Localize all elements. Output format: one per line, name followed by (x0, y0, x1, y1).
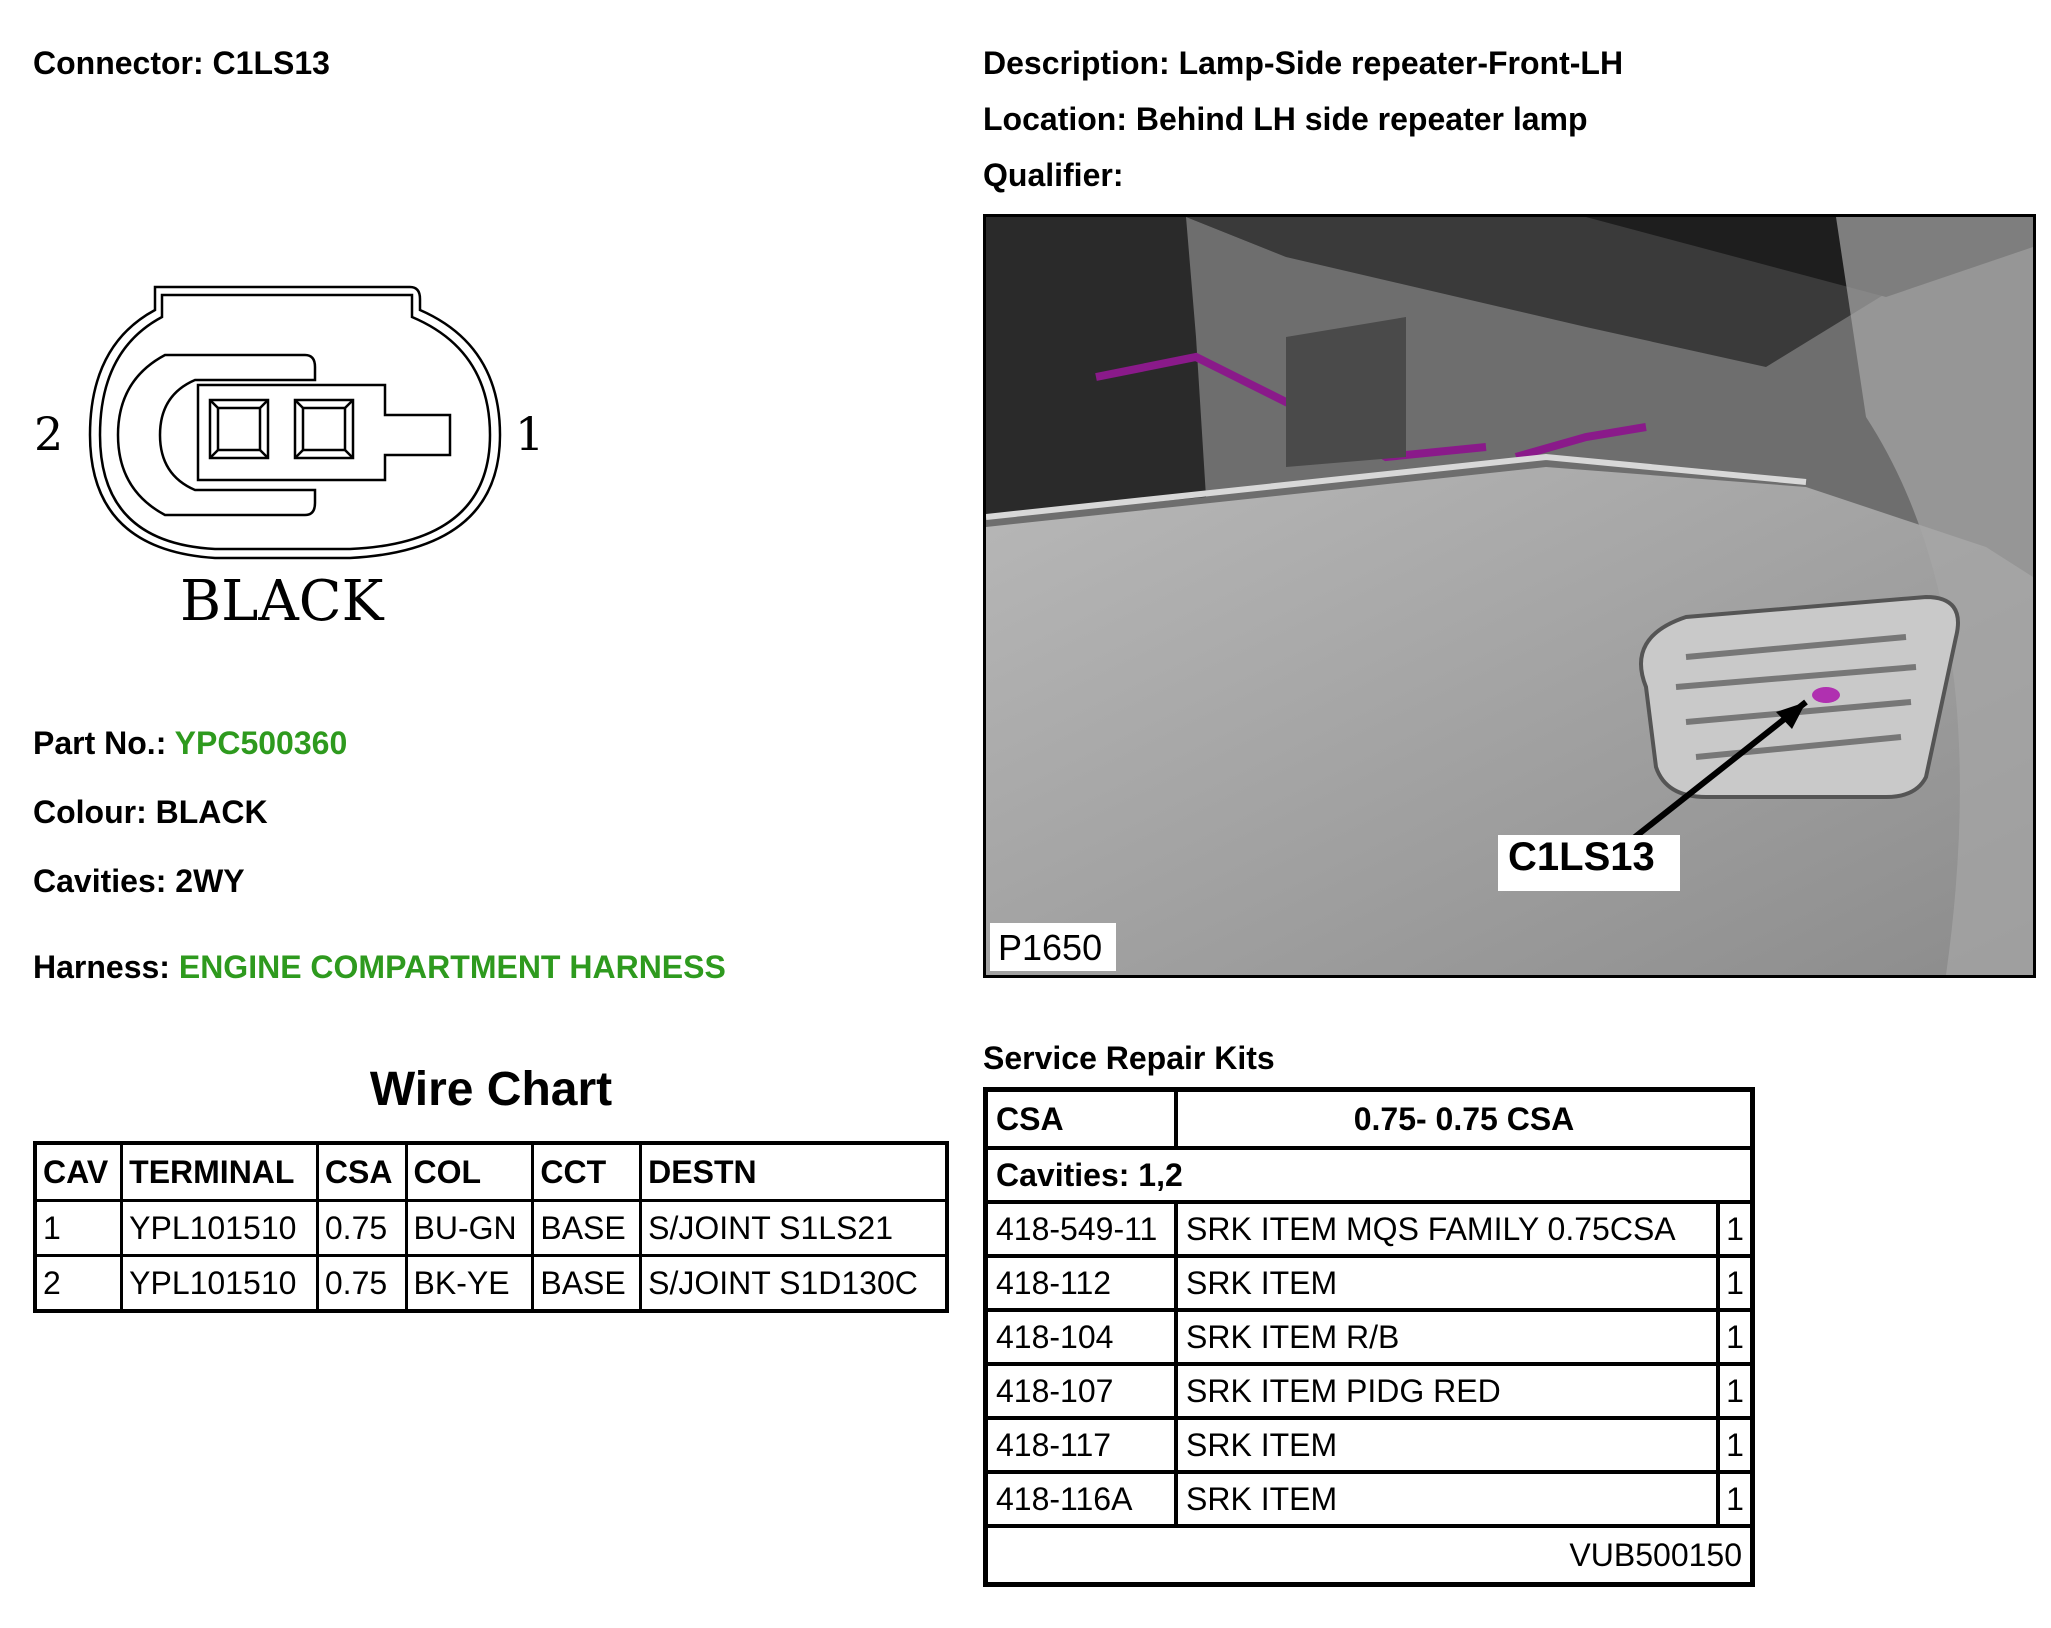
location-photo-drawing (986, 217, 2033, 975)
location-photo: C1LS13 P1650 (983, 214, 2036, 978)
colour-line: Colour: BLACK (33, 794, 268, 831)
table-cell: BK-YE (404, 1254, 535, 1313)
table-cell: 2 (33, 1254, 124, 1313)
harness-line: Harness: ENGINE COMPARTMENT HARNESS (33, 949, 726, 986)
table-row: 1 YPL101510 0.75 BU-GN BASE S/JOINT S1LS… (33, 1199, 949, 1257)
pin-label-1: 1 (515, 407, 544, 461)
table-row: 2 YPL101510 0.75 BK-YE BASE S/JOINT S1D1… (33, 1254, 949, 1313)
cavities-line: Cavities: 2WY (33, 863, 245, 900)
connector-label: Connector: (33, 45, 204, 81)
description-value: Lamp-Side repeater-Front-LH (1178, 45, 1624, 81)
qualifier-label: Qualifier: (983, 157, 1124, 193)
col-header-csa: CSA (315, 1141, 408, 1202)
cavities-label: Cavities: (33, 863, 167, 899)
description-line: Description: Lamp-Side repeater-Front-LH (983, 45, 1623, 82)
col-header-destn: DESTN (639, 1141, 949, 1202)
photo-reference: P1650 (998, 927, 1103, 968)
cavities-value: 2WY (175, 863, 245, 899)
colour-label: Colour: (33, 794, 147, 830)
kit-description: SRK ITEM (1174, 1416, 1720, 1474)
pin-label-2: 2 (34, 407, 63, 461)
table-cell: 0.75 (315, 1199, 408, 1257)
col-header-terminal: TERMINAL (120, 1141, 319, 1202)
kit-quantity: 1 (1716, 1362, 1755, 1420)
kit-quantity: 1 (1716, 1470, 1755, 1528)
location-label: Location: (983, 101, 1127, 137)
connector-value: C1LS13 (212, 45, 330, 81)
kit-description: SRK ITEM (1174, 1254, 1720, 1312)
col-header-cct: CCT (531, 1141, 643, 1202)
colour-value: BLACK (155, 794, 268, 830)
kit-part-number: 418-549-11 (983, 1200, 1178, 1258)
connector-line: Connector: C1LS13 (33, 45, 330, 82)
csa-row: CSA 0.75- 0.75 CSA (983, 1087, 1755, 1150)
diagram-colour-caption: BLACK (180, 569, 385, 634)
kit-part-number: 418-116A (983, 1470, 1178, 1528)
table-cell: BASE (531, 1199, 643, 1257)
table-row: 418-549-11 SRK ITEM MQS FAMILY 0.75CSA 1 (983, 1200, 1755, 1258)
repair-kits-table: CSA 0.75- 0.75 CSA Cavities: 1,2 418-549… (983, 1087, 1755, 1587)
harness-value: ENGINE COMPARTMENT HARNESS (178, 949, 726, 985)
qualifier-line: Qualifier: (983, 157, 1123, 194)
kit-description: SRK ITEM R/B (1174, 1308, 1720, 1366)
description-label: Description: (983, 45, 1170, 81)
kit-quantity: 1 (1716, 1254, 1755, 1312)
kit-reference: VUB500150 (983, 1524, 1755, 1587)
repair-kits-title: Service Repair Kits (983, 1040, 1275, 1076)
part-no-line: Part No.: YPC500360 (33, 725, 347, 762)
col-header-cav: CAV (33, 1141, 124, 1202)
kit-quantity: 1 (1716, 1200, 1755, 1258)
part-no-value: YPC500360 (174, 725, 348, 761)
table-cell: BU-GN (404, 1199, 535, 1257)
csa-label: CSA (983, 1087, 1178, 1150)
cavities-row: Cavities: 1,2 (983, 1146, 1755, 1204)
location-value: Behind LH side repeater lamp (1135, 101, 1588, 137)
kit-cavities: Cavities: 1,2 (983, 1146, 1755, 1204)
connector-face-diagram: 2 1 BLACK (34, 285, 544, 634)
kit-part-number: 418-117 (983, 1416, 1178, 1474)
kit-part-number: 418-112 (983, 1254, 1178, 1312)
table-row: 418-112 SRK ITEM 1 (983, 1254, 1755, 1312)
table-cell: BASE (531, 1254, 643, 1313)
kit-description: SRK ITEM (1174, 1470, 1720, 1528)
table-cell: 1 (33, 1199, 124, 1257)
table-cell: YPL101510 (120, 1254, 319, 1313)
wire-chart-header-row: CAV TERMINAL CSA COL CCT DESTN (33, 1141, 949, 1202)
wire-chart-table: CAV TERMINAL CSA COL CCT DESTN 1 YPL1015… (33, 1141, 949, 1313)
table-row: 418-104 SRK ITEM R/B 1 (983, 1308, 1755, 1366)
part-no-label: Part No.: (33, 725, 167, 761)
kit-part-number: 418-107 (983, 1362, 1178, 1420)
kit-quantity: 1 (1716, 1416, 1755, 1474)
kit-quantity: 1 (1716, 1308, 1755, 1366)
table-row: 418-107 SRK ITEM PIDG RED 1 (983, 1362, 1755, 1420)
location-line: Location: Behind LH side repeater lamp (983, 101, 1588, 138)
csa-value: 0.75- 0.75 CSA (1174, 1087, 1755, 1150)
kit-description: SRK ITEM PIDG RED (1174, 1362, 1720, 1420)
harness-label: Harness: (33, 949, 170, 985)
table-cell: 0.75 (315, 1254, 408, 1313)
table-cell: S/JOINT S1LS21 (639, 1199, 949, 1257)
kit-part-number: 418-104 (983, 1308, 1178, 1366)
kit-description: SRK ITEM MQS FAMILY 0.75CSA (1174, 1200, 1720, 1258)
table-cell: YPL101510 (120, 1199, 319, 1257)
col-header-col: COL (404, 1141, 535, 1202)
table-cell: S/JOINT S1D130C (639, 1254, 949, 1313)
table-row: 418-116A SRK ITEM 1 (983, 1470, 1755, 1528)
table-row: 418-117 SRK ITEM 1 (983, 1416, 1755, 1474)
footer-row: VUB500150 (983, 1524, 1755, 1587)
wire-chart-title: Wire Chart (369, 1063, 613, 1116)
photo-callout-label: C1LS13 (1508, 835, 1655, 879)
